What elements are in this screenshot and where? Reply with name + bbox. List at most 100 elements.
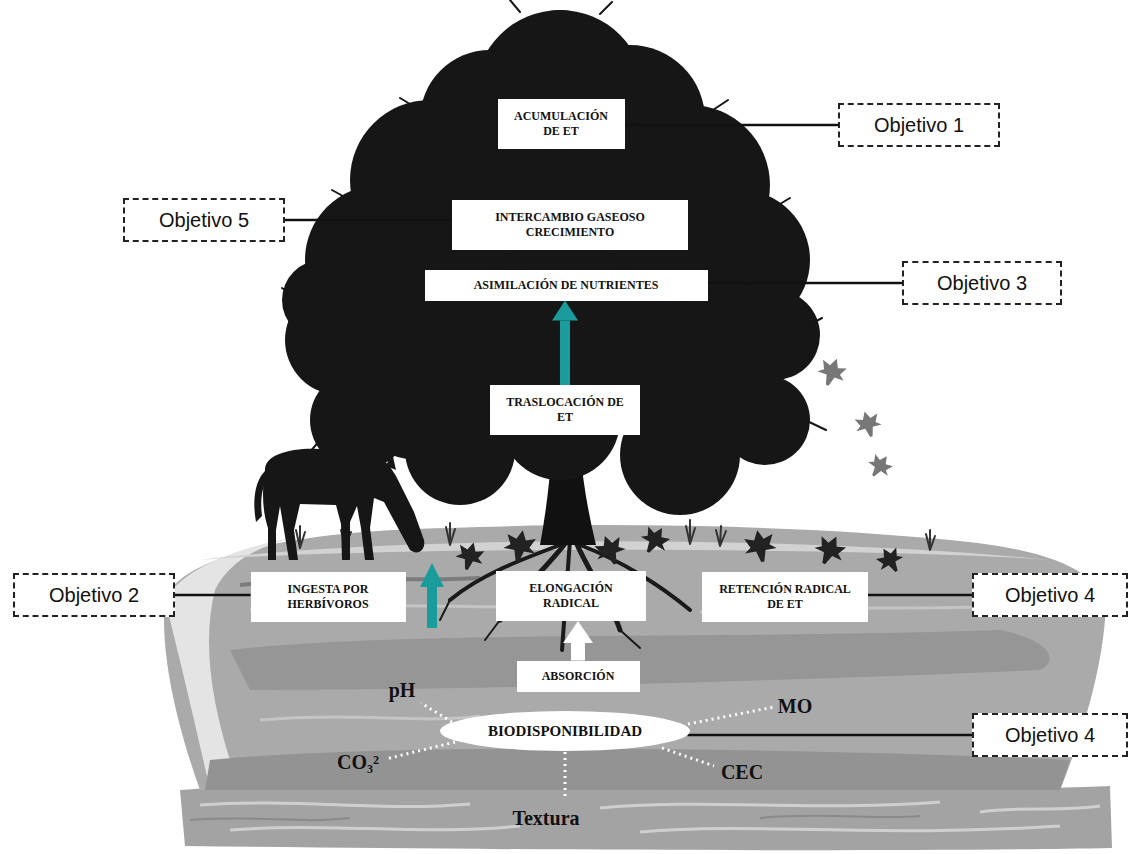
soil-factor-label: CEC (721, 761, 763, 783)
tree-canopy (475, 10, 645, 180)
flow-arrow (571, 643, 585, 661)
soil-ground (230, 630, 1050, 690)
horse-silhouette (254, 449, 424, 560)
process-box: TRASLOCACIÓN DE ET (490, 385, 640, 435)
horse-silhouette (386, 452, 396, 470)
tree-twigs (282, 0, 826, 458)
node-text: INGESTA POR HERBÍVOROS (259, 582, 398, 612)
horse-silhouette (254, 470, 268, 522)
rock-layer (180, 784, 1112, 850)
tree-canopy (620, 300, 780, 460)
tree-canopy (720, 375, 810, 465)
process-box: RETENCIÓN RADICAL DE ET (702, 572, 868, 622)
process-box: ACUMULACIÓN DE ET (498, 99, 625, 149)
dotted-leader (688, 707, 774, 724)
soil-factor-label: Textura (512, 807, 579, 829)
uptake-arrow (420, 563, 444, 587)
uptake-arrow (427, 586, 437, 628)
rock-layer (200, 802, 1100, 832)
leader-line (868, 594, 972, 597)
node-text: INTERCAMBIO GASEOSO CRECIMIENTO (460, 210, 680, 240)
dotted-leader (386, 703, 774, 800)
tree-canopy (730, 290, 820, 380)
leaf-litter (453, 521, 908, 578)
horse-silhouette (263, 449, 424, 560)
tree-canopy (670, 190, 810, 330)
tree-roots (440, 540, 690, 650)
grass-tuft (296, 526, 305, 548)
leader-line (625, 124, 839, 127)
leaf-litter (501, 527, 538, 564)
leader-line (708, 282, 903, 285)
process-box: ELONGACIÓN RADICAL (496, 571, 646, 621)
tree-canopy (460, 80, 660, 280)
soil-factor-label: pH (389, 679, 416, 701)
ellipse-node: BIODISPONIBILIDAD (440, 711, 690, 751)
leaf-litter (636, 521, 674, 559)
node-text: RETENCIÓN RADICAL DE ET (710, 582, 860, 612)
objective-tag: Objetivo 5 (123, 198, 285, 242)
grass-tuft (296, 520, 935, 550)
objective-tag: Objetivo 1 (838, 103, 1000, 147)
grass-tuft (446, 523, 455, 545)
dotted-leader (564, 752, 567, 800)
node-text: Objetivo 4 (980, 723, 1120, 747)
tree-canopy (510, 10, 610, 110)
leader-line (687, 734, 972, 737)
leaf-litter (810, 530, 850, 570)
process-box: INTERCAMBIO GASEOSO CRECIMIENTO (452, 200, 688, 250)
node-text: ACUMULACIÓN DE ET (506, 109, 617, 139)
falling-leaf (814, 354, 897, 483)
tree-canopy (282, 10, 820, 515)
grass-tuft (686, 520, 695, 544)
leaf-litter (453, 539, 487, 573)
leader-line (175, 594, 251, 597)
node-text: ASIMILACIÓN DE NUTRIENTES (433, 278, 700, 293)
process-box: ABSORCIÓN (517, 661, 640, 692)
tree-twigs (282, 0, 826, 458)
leader-line (285, 219, 452, 222)
dotted-leader (421, 703, 452, 722)
soil-factor-label: CO₃² (337, 751, 379, 773)
tree-canopy (310, 370, 410, 470)
objective-tag: Objetivo 4 (972, 573, 1128, 617)
tree-canopy (282, 260, 362, 340)
node-text: ELONGACIÓN RADICAL (504, 581, 638, 611)
falling-leaf (863, 449, 896, 482)
objective-tag: Objetivo 2 (13, 573, 175, 617)
leaf-litter (591, 531, 629, 569)
ellipse-outline (440, 711, 690, 751)
node-text: Objetivo 5 (131, 208, 277, 232)
tree-canopy (340, 300, 500, 460)
node-text: Objetivo 3 (910, 271, 1054, 295)
process-box: INGESTA POR HERBÍVOROS (251, 572, 406, 622)
leaf-litter (741, 527, 778, 564)
objective-tag: Objetivo 3 (902, 261, 1062, 305)
tree-canopy (285, 285, 395, 395)
rock-layer (180, 784, 1112, 850)
grass-tuft (716, 526, 726, 546)
node-text: BIODISPONIBILIDAD (488, 723, 642, 740)
falling-leaf (852, 408, 884, 440)
tree-canopy (305, 185, 455, 335)
process-box: ASIMILACIÓN DE NUTRIENTES (425, 270, 708, 301)
soil-ground (205, 749, 1070, 790)
grass-tuft (926, 530, 935, 550)
node-text: Objetivo 4 (980, 583, 1120, 607)
leaf-litter (872, 542, 908, 578)
flow-arrow (560, 321, 570, 386)
objective-tag: Objetivo 4 (972, 713, 1128, 757)
node-text: Objetivo 1 (846, 113, 992, 137)
soil-ground (164, 525, 1105, 790)
falling-leaf (814, 354, 850, 390)
dotted-leader (386, 742, 455, 759)
node-text: Objetivo 2 (21, 583, 167, 607)
grass-tuft (341, 526, 351, 546)
soil-ground (200, 541, 1050, 560)
soil-factor-label: MO (778, 695, 812, 717)
node-text: TRASLOCACIÓN DE ET (498, 395, 632, 425)
soil-ground (164, 525, 1105, 790)
